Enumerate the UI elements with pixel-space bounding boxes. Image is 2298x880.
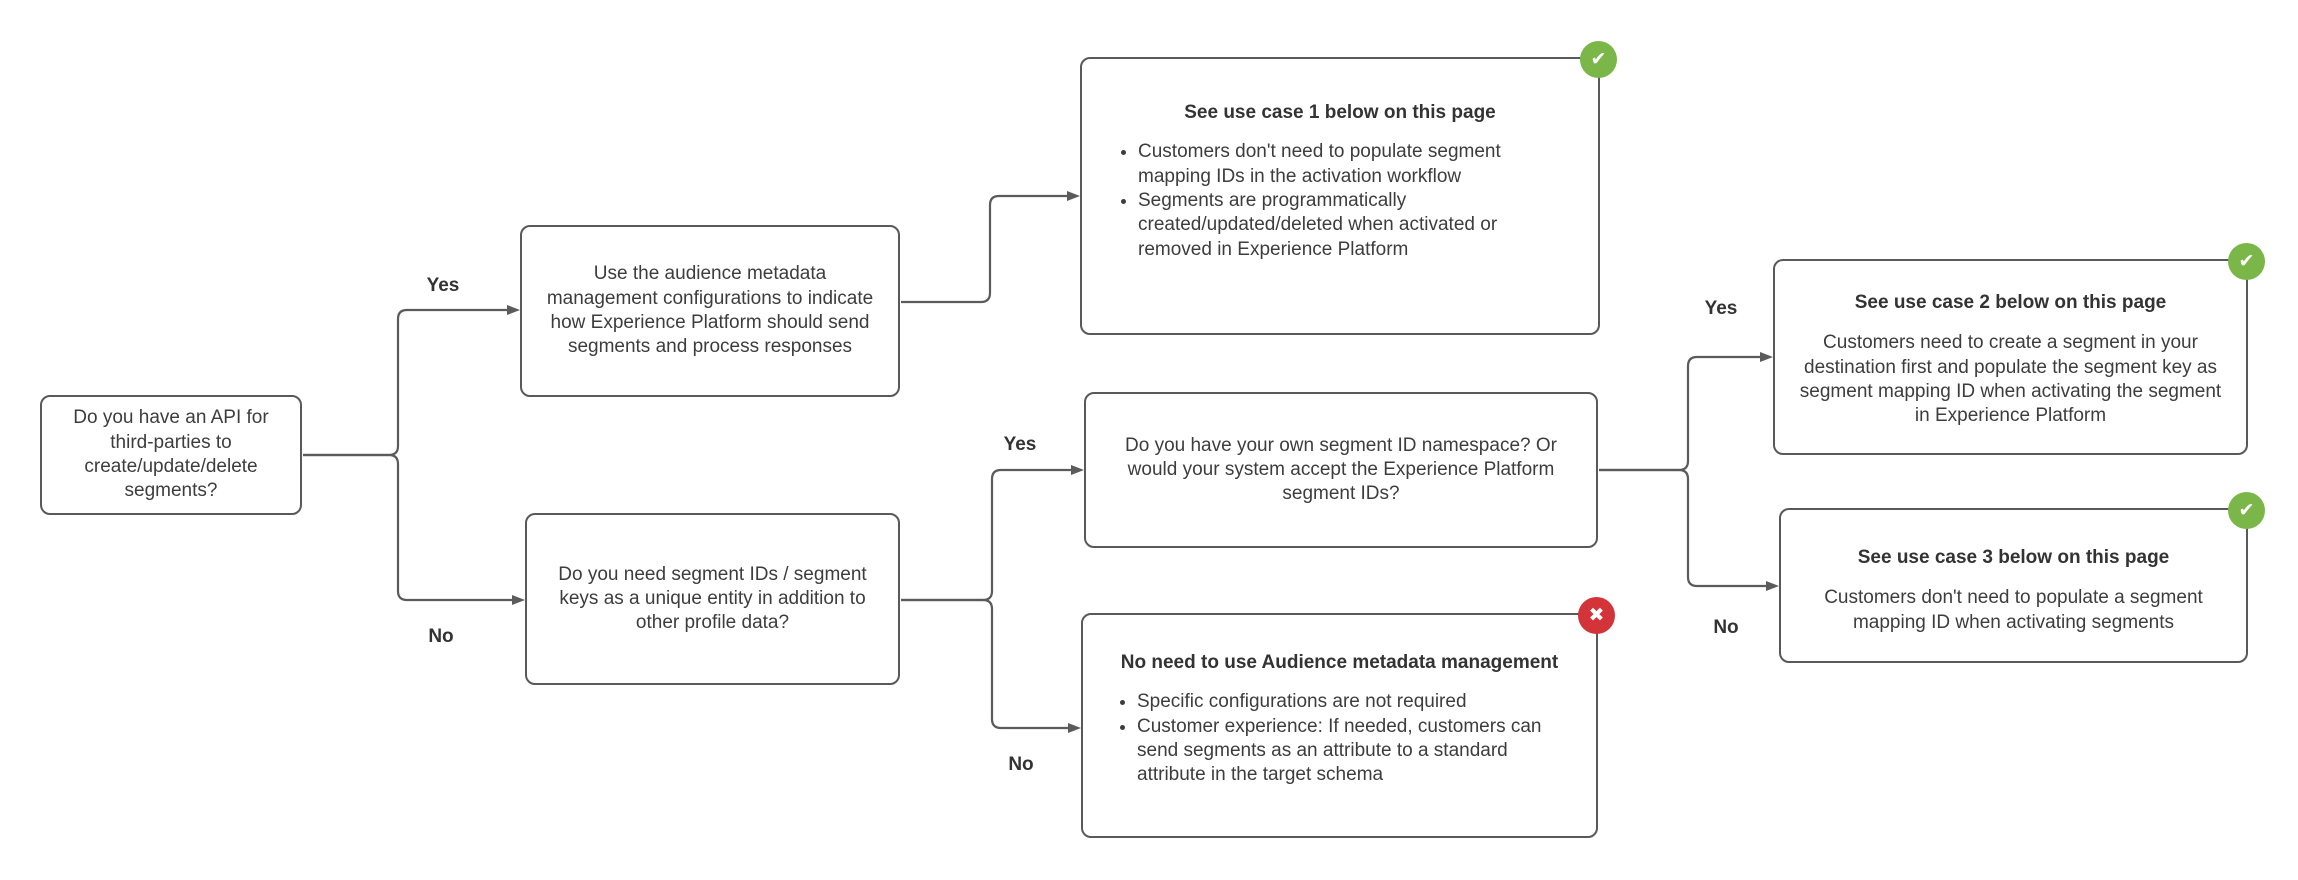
edge-namespace-no <box>1599 468 1779 591</box>
bullet-list: Customers don't need to populate segment… <box>1112 140 1568 262</box>
bullet-item: Segments are programmatically created/up… <box>1138 189 1568 262</box>
edge-label-no: No <box>428 626 454 647</box>
node-use-case-3: ✔ See use case 3 below on this page Cust… <box>1779 492 2265 663</box>
bullet-item: Customer experience: If needed, customer… <box>1137 715 1568 788</box>
check-icon: ✔ <box>2238 251 2255 272</box>
node-title: See use case 2 below on this page <box>1854 292 2167 313</box>
node-title: See use case 1 below on this page <box>1184 102 1496 123</box>
node-text: Use the audience metadata management con… <box>546 263 874 358</box>
edge-label-no: No <box>1713 617 1739 638</box>
node-segment-namespace-question: Do you have your own segment ID namespac… <box>1084 392 1598 548</box>
node-start-question: Do you have an API for third-parties to … <box>40 395 302 515</box>
node-use-case-1: ✔ See use case 1 below on this page Cust… <box>1080 41 1617 335</box>
node-no-audience-metadata: ✖ No need to use Audience metadata manag… <box>1081 597 1615 838</box>
edge-start-no <box>303 453 525 605</box>
node-segment-ids-question: Do you need segment IDs / segment keys a… <box>525 513 900 685</box>
check-icon: ✔ <box>1590 49 1607 70</box>
edge-segment-ids-yes <box>901 465 1084 602</box>
edge-label-yes: Yes <box>1704 298 1738 319</box>
node-title: See use case 3 below on this page <box>1857 547 2170 568</box>
edge-start-yes <box>303 305 520 457</box>
node-use-audience-metadata: Use the audience metadata management con… <box>520 225 900 397</box>
bullet-list: Specific configurations are not required… <box>1111 690 1568 787</box>
edge-namespace-yes <box>1599 352 1773 472</box>
success-badge: ✔ <box>2228 243 2265 280</box>
bullet-item: Customers don't need to populate segment… <box>1138 140 1568 189</box>
node-use-case-2: ✔ See use case 2 below on this page Cust… <box>1773 243 2265 455</box>
node-text: Customers don't need to populate a segme… <box>1824 587 2203 633</box>
cross-icon: ✖ <box>1588 605 1605 626</box>
edge-segment-ids-no <box>901 598 1081 733</box>
bullet-item: Specific configurations are not required <box>1137 690 1568 714</box>
check-icon: ✔ <box>2238 500 2255 521</box>
node-title: No need to use Audience metadata managem… <box>1120 652 1559 673</box>
node-text: Customers need to create a segment in yo… <box>1799 332 2222 427</box>
success-badge: ✔ <box>1580 41 1617 78</box>
error-badge: ✖ <box>1578 597 1615 634</box>
edge-label-yes: Yes <box>426 275 460 296</box>
node-text: Do you need segment IDs / segment keys a… <box>558 563 867 634</box>
node-text: Do you have an API for third-parties to … <box>73 407 269 502</box>
node-text: Do you have your own segment ID namespac… <box>1125 434 1557 505</box>
edge-metadata-to-usecase1 <box>901 191 1080 304</box>
edge-label-no: No <box>1008 754 1034 775</box>
success-badge: ✔ <box>2228 492 2265 529</box>
edge-label-yes: Yes <box>1003 434 1037 455</box>
